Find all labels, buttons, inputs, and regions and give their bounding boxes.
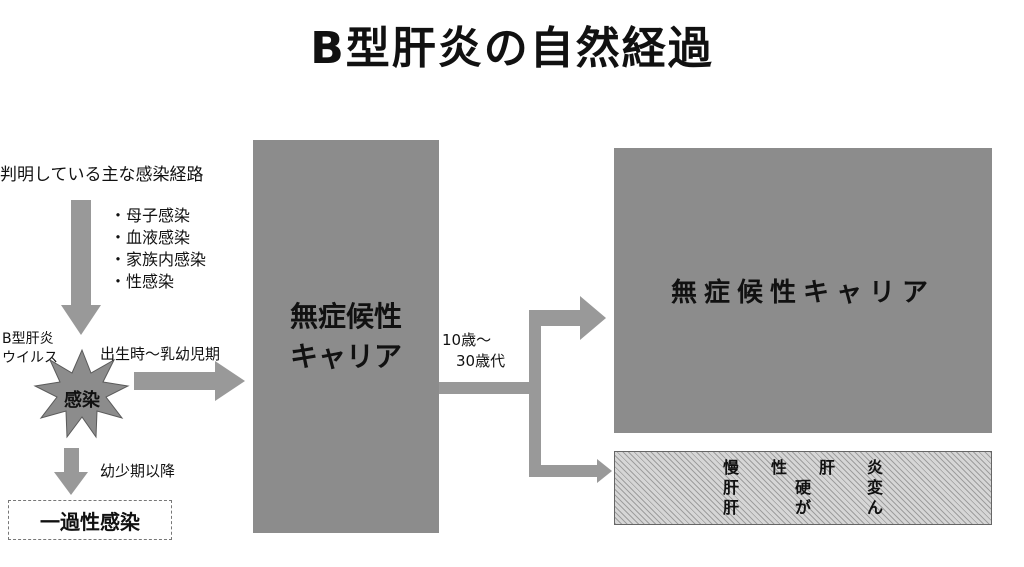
disease-char: 性 xyxy=(770,458,787,477)
route-item: ・血液感染 xyxy=(110,228,191,247)
carrier-box: 無症候性 キャリア xyxy=(253,140,439,533)
disease-char: 慢 xyxy=(723,458,740,477)
disease-char: が xyxy=(794,498,811,517)
arrow-down-childhood xyxy=(54,448,88,495)
age-label-line: 10歳〜 xyxy=(442,331,492,349)
virus-label-line: ウイルス xyxy=(2,350,58,366)
age-label-line: 30歳代 xyxy=(456,352,506,370)
virus-label-line: B型肝炎 xyxy=(2,331,54,347)
disease-char: ん xyxy=(866,498,883,517)
disease-char: 炎 xyxy=(866,458,883,477)
disease-row-cirrhosis: 肝 硬 変 xyxy=(723,478,883,498)
page-title: B型肝炎の自然経過 xyxy=(310,23,714,74)
disease-char: 肝 xyxy=(723,498,740,517)
connector-vertical xyxy=(529,312,541,477)
disease-char: 肝 xyxy=(818,458,835,477)
virus-label: B型肝炎 ウイルス xyxy=(2,330,58,368)
carrier-outcome-box: 無症候性キャリア xyxy=(614,148,992,433)
route-item: ・性感染 xyxy=(110,272,175,291)
infection-starburst xyxy=(33,348,130,439)
routes-heading: 判明している主な感染経路 xyxy=(0,165,204,185)
disease-char: 肝 xyxy=(723,478,740,497)
arrow-to-carrier xyxy=(529,296,606,340)
birth-label: 出生時〜乳幼児期 xyxy=(100,345,221,363)
carrier-box-line: キャリア xyxy=(289,339,402,373)
childhood-label: 幼少期以降 xyxy=(100,462,176,480)
route-item: ・母子感染 xyxy=(110,206,191,225)
age-label: 10歳〜 30歳代 xyxy=(442,330,505,372)
route-item: ・家族内感染 xyxy=(110,250,207,269)
disease-row-chronic-hepatitis: 慢 性 肝 炎 xyxy=(723,458,883,478)
arrow-down-routes xyxy=(61,200,101,335)
connector-horizontal xyxy=(439,382,535,394)
disease-char: 変 xyxy=(866,478,883,497)
routes-list: ・母子感染 ・血液感染 ・家族内感染 ・性感染 xyxy=(110,205,206,293)
arrow-right-birth xyxy=(134,361,245,401)
disease-char: 硬 xyxy=(794,478,811,497)
carrier-box-line: 無症候性 xyxy=(289,299,402,333)
temporary-infection-box: 一過性感染 xyxy=(8,500,172,540)
infection-label: 感染 xyxy=(64,390,100,411)
arrow-to-disease xyxy=(529,459,612,483)
disease-outcome-box: 慢 性 肝 炎 肝 硬 変 肝 が ん xyxy=(614,451,992,525)
disease-row-cancer: 肝 が ん xyxy=(723,498,883,518)
